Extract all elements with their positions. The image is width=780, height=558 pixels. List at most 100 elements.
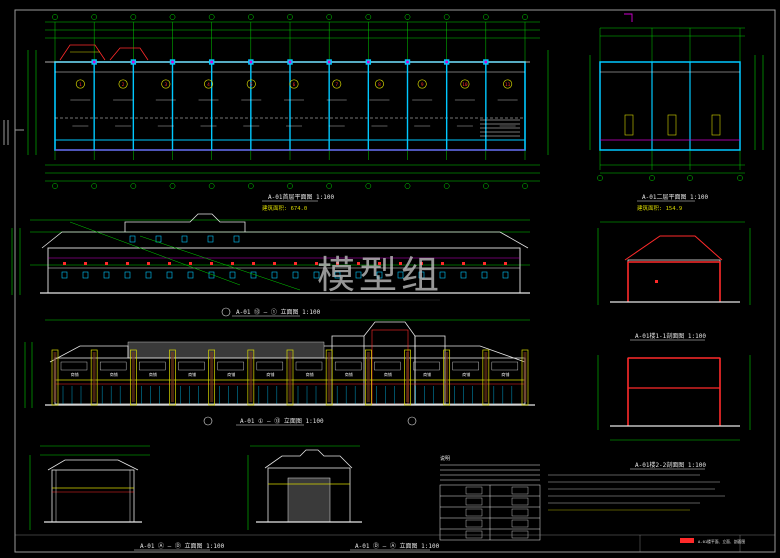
room-number: 4 <box>207 82 210 88</box>
rear-vent <box>357 262 360 265</box>
plan1-axis-bubble <box>326 183 333 189</box>
sheet-border <box>14 9 776 553</box>
section-1-1-title: A-01楼1-1剖面图 1:100 <box>635 332 706 340</box>
pilaster-fill <box>288 352 292 402</box>
upper-window <box>413 361 440 371</box>
legend-swatch <box>465 497 483 506</box>
rear-vent <box>378 262 381 265</box>
shop-label: 商铺 <box>149 371 157 377</box>
plan1-axis-bubble <box>326 14 333 20</box>
plan1-axis-bubble <box>365 14 372 20</box>
rear-vent <box>294 262 297 265</box>
plan1-column <box>130 59 137 65</box>
room-number: 2 <box>122 82 125 88</box>
front-elevation: 商铺商铺商铺商铺商铺商铺商铺商铺商铺商铺商铺商铺 A-01 ① — ⑬ 立面图 … <box>24 319 535 426</box>
rear-vent <box>273 262 276 265</box>
rear-vent <box>441 262 444 265</box>
rear-window <box>61 271 68 279</box>
side-elevation-d-a-title: A-01 Ⓓ — Ⓐ 立面图 1:100 <box>355 542 440 550</box>
rear-window <box>334 271 341 279</box>
title-block-text: A-01楼平面、立面、剖面图 <box>698 539 745 544</box>
room-number: 6 <box>293 82 296 88</box>
upper-window <box>139 361 166 371</box>
pilaster-fill <box>366 352 370 402</box>
legend-swatch <box>511 497 529 506</box>
plan1-axis-bubble <box>522 183 528 189</box>
facade-pilaster <box>169 349 176 406</box>
pilaster-fill <box>92 352 96 402</box>
upper-window <box>207 235 214 243</box>
rear-vent <box>315 262 318 265</box>
facade-pilaster <box>482 349 490 406</box>
rear-vent <box>231 262 234 265</box>
rear-window <box>145 271 152 279</box>
upper-window <box>129 235 136 243</box>
plan1-column <box>326 59 332 65</box>
plan1-axis-bubble <box>169 183 176 189</box>
pilaster-fill <box>484 352 488 402</box>
plan1-axis-bubble <box>247 183 254 189</box>
plan2-axis-bubble <box>687 175 693 181</box>
rear-window <box>502 271 509 279</box>
first-floor-area: 建筑面积: 674.0 <box>262 204 307 212</box>
plan1-column <box>287 59 293 65</box>
rear-window <box>187 271 194 279</box>
legend-swatch <box>511 519 529 528</box>
shop-label: 商铺 <box>227 371 235 377</box>
second-floor-plan: A-01二层平面图 1:100 建筑面积: 154.9 <box>589 13 764 212</box>
pilaster-fill <box>406 352 409 402</box>
plan1-axis-bubble <box>287 183 293 189</box>
plan1-axis-bubble <box>404 14 411 20</box>
side-elevation-a-d-title: A-01 Ⓐ — Ⓓ 立面图 1:100 <box>140 542 225 550</box>
pilaster-fill <box>445 352 449 402</box>
second-floor-plan-title: A-01二层平面图 1:100 <box>642 194 709 201</box>
room-number: 1 <box>79 82 82 88</box>
facade-pilaster <box>443 349 451 406</box>
general-notes <box>548 474 725 511</box>
rear-vent <box>420 262 423 265</box>
section-2-2: A-01楼2-2剖面图 1:100 <box>597 355 751 470</box>
plan2-axis-bubble <box>737 175 743 181</box>
upper-window <box>295 361 323 371</box>
room-number-circle <box>289 79 299 89</box>
upper-window <box>155 235 162 243</box>
plan1-column <box>169 59 176 65</box>
pilaster-fill <box>249 352 253 402</box>
upper-window <box>491 361 519 371</box>
plan1-column <box>91 59 97 65</box>
plan2-axis-bubble <box>597 175 603 181</box>
plan1-axis-bubble <box>287 14 293 20</box>
upper-window <box>334 361 362 371</box>
room-number: 11 <box>505 82 511 88</box>
rear-vent <box>336 262 339 265</box>
plan1-column <box>404 59 411 65</box>
rear-vent <box>210 262 213 265</box>
plan1-axis-bubble <box>208 14 215 20</box>
upper-window <box>452 361 479 371</box>
facade-pilaster <box>90 349 98 406</box>
plan1-axis-bubble <box>482 183 489 189</box>
plan1-axis-bubble <box>522 14 528 20</box>
rear-window <box>376 271 383 279</box>
shop-label: 商铺 <box>501 371 509 377</box>
pilaster-fill <box>523 352 527 402</box>
rear-window <box>481 271 488 279</box>
watermark-text: 模型组 <box>317 253 443 297</box>
rear-window <box>460 271 467 279</box>
plan1-axis-bubble <box>169 14 176 20</box>
facade-pilaster <box>247 349 255 406</box>
front-elevation-title: A-01 ① — ⑬ 立面图 1:100 <box>240 417 324 425</box>
pilaster-fill <box>171 352 174 402</box>
legend-swatch <box>465 508 483 517</box>
shop-label: 商铺 <box>306 371 314 377</box>
plan1-axis-bubble <box>365 183 372 189</box>
upper-window <box>60 361 88 371</box>
first-floor-plan-title: A-01首层平面图 1:100 <box>268 193 335 201</box>
upper-window <box>178 361 205 371</box>
rear-vent <box>399 262 402 265</box>
rear-vent <box>504 262 507 265</box>
room-number-circle <box>503 79 513 89</box>
rear-vent <box>105 262 108 265</box>
upper-window <box>217 361 244 371</box>
